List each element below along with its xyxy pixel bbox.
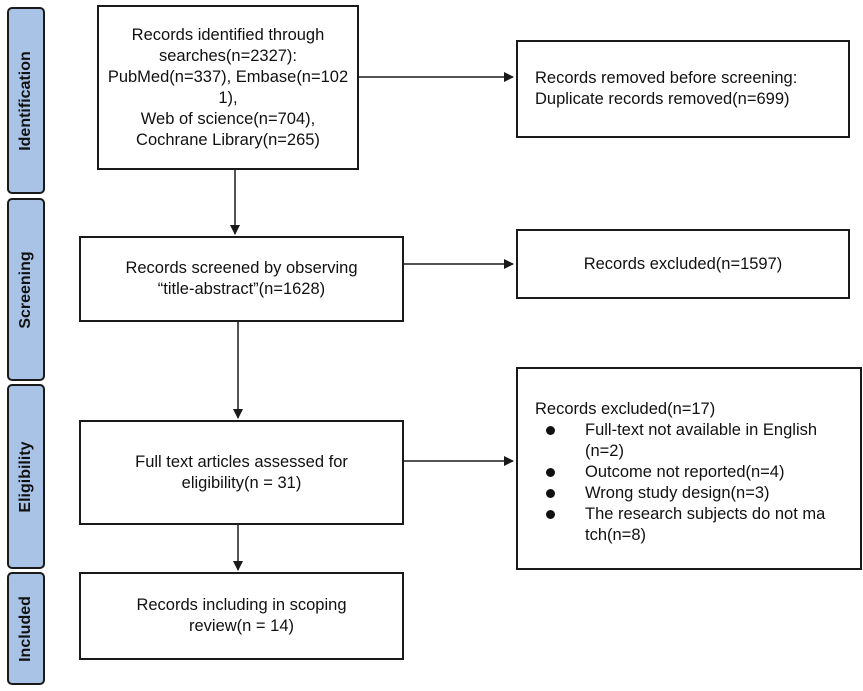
exclusion-reason: The research subjects do not ma tch(n=8) — [585, 505, 826, 544]
removed-line-1: Records removed before screening: — [535, 69, 798, 87]
identified-line-3: PubMed(n=337), Embase(n=102 — [107, 67, 349, 86]
records-included-box: Records including in scoping review(n = … — [79, 572, 404, 660]
identified-line-2: searches(n=2327): — [158, 46, 298, 65]
list-item: The research subjects do not ma tch(n=8) — [535, 504, 863, 546]
included-line-2: review(n = 14) — [188, 617, 294, 635]
excluded-2-header: Records excluded(n=17) — [535, 400, 716, 418]
records-screened-box: Records screened by observing “title-abs… — [79, 236, 404, 322]
list-item: Outcome not reported(n=4) — [535, 462, 863, 483]
stage-eligibility: Eligibility — [7, 384, 45, 569]
exclusion-reason: Outcome not reported(n=4) — [585, 463, 785, 481]
fulltext-line-2: eligibility(n = 31) — [181, 473, 302, 492]
records-excluded-eligibility-box: Records excluded(n=17) Full-text not ava… — [516, 367, 862, 570]
removed-line-2: Duplicate records removed(n=699) — [535, 90, 790, 108]
bullet-icon — [546, 468, 555, 477]
bullet-icon — [546, 489, 555, 498]
records-removed-box: Records removed before screening: Duplic… — [516, 40, 850, 138]
identified-line-4: 1), — [218, 88, 238, 107]
bullet-icon — [546, 426, 555, 435]
exclusion-reason: Full-text not available in English (n=2) — [585, 421, 818, 460]
records-excluded-screening-box: Records excluded(n=1597) — [516, 229, 850, 299]
included-line-1: Records including in scoping — [136, 596, 347, 614]
fulltext-line-1: Full text articles assessed for — [135, 452, 348, 471]
fulltext-assessed-box: Full text articles assessed for eligibil… — [79, 420, 404, 525]
exclusion-reasons-list: Full-text not available in English (n=2)… — [535, 420, 863, 546]
records-identified-box: Records identified through searches(n=23… — [97, 5, 359, 170]
screened-line-2: “title-abstract”(n=1628) — [157, 280, 326, 298]
excluded-1-text: Records excluded(n=1597) — [583, 254, 783, 273]
exclusion-reason: Wrong study design(n=3) — [585, 484, 770, 502]
identified-line-6: Cochrane Library(n=265) — [136, 130, 320, 149]
identified-line-1: Records identified through — [131, 25, 325, 44]
identified-line-5: Web of science(n=704), — [140, 109, 316, 128]
stage-identification: Identification — [7, 7, 45, 194]
stage-screening: Screening — [7, 198, 45, 381]
screened-line-1: Records screened by observing — [125, 259, 358, 277]
list-item: Full-text not available in English (n=2) — [535, 420, 863, 462]
bullet-icon — [546, 510, 555, 519]
stage-included: Included — [7, 572, 45, 685]
list-item: Wrong study design(n=3) — [535, 483, 863, 504]
